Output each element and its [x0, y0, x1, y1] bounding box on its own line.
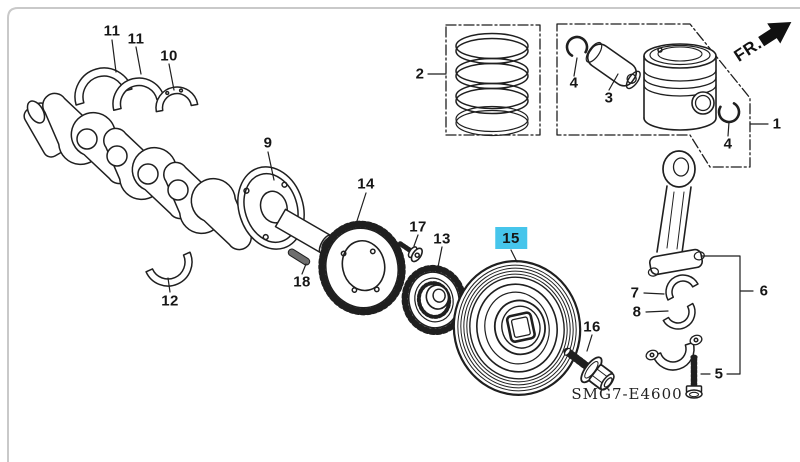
part-label-4-a[interactable]: 4	[569, 74, 579, 92]
part-label-15-highlighted[interactable]: 15	[495, 227, 527, 249]
pulley-bolt-drawing[interactable]	[557, 339, 620, 397]
woodruff-key-drawing[interactable]	[287, 248, 311, 267]
part-label-8[interactable]: 8	[632, 303, 642, 321]
part-label-11-a[interactable]: 11	[103, 22, 121, 40]
part-label-18[interactable]: 18	[293, 273, 311, 291]
circlip-left-drawing[interactable]	[563, 33, 590, 60]
diagram-code: SMG7-E4600	[571, 385, 683, 403]
part-label-17[interactable]: 17	[409, 218, 427, 236]
part-label-3[interactable]: 3	[604, 89, 614, 107]
piston-drawing[interactable]	[643, 43, 717, 131]
part-6-bracket	[701, 255, 754, 375]
part-label-9[interactable]: 9	[263, 134, 273, 152]
page-border	[7, 7, 800, 462]
rod-bolt-drawing[interactable]	[685, 354, 703, 399]
part-label-6[interactable]: 6	[759, 282, 769, 300]
part-label-14[interactable]: 14	[357, 175, 375, 193]
part-label-2[interactable]: 2	[415, 65, 425, 83]
connecting-rod-drawing[interactable]	[646, 150, 706, 277]
rod-cap-drawing[interactable]	[645, 334, 703, 376]
pulse-plate-drawing[interactable]	[314, 217, 411, 320]
crankshaft-drawing[interactable]	[21, 83, 334, 260]
piston-rings-drawing[interactable]	[455, 32, 529, 137]
ring-set-boundary	[445, 24, 541, 136]
part-label-12[interactable]: 12	[161, 292, 179, 310]
rod-bearing-upper-drawing[interactable]	[660, 269, 699, 301]
part-label-11-b[interactable]: 11	[127, 30, 145, 48]
part-label-13[interactable]: 13	[433, 230, 451, 248]
part-label-1[interactable]: 1	[772, 115, 782, 133]
main-bearing-shells[interactable]	[68, 61, 200, 294]
part-label-7[interactable]: 7	[630, 284, 640, 302]
arrow-icon	[758, 22, 792, 47]
part-label-16[interactable]: 16	[583, 318, 601, 336]
piston-kit-boundary	[556, 23, 751, 168]
part-label-4-b[interactable]: 4	[723, 135, 733, 153]
crank-pulley-drawing[interactable]	[441, 249, 592, 406]
sprocket-drawing[interactable]	[398, 262, 470, 338]
rod-bearing-lower-drawing[interactable]	[662, 302, 701, 336]
circlip-right-drawing[interactable]	[715, 98, 742, 125]
part-label-10[interactable]: 10	[160, 47, 178, 65]
front-direction-arrow: FR.	[731, 22, 792, 66]
part-label-5[interactable]: 5	[714, 365, 724, 383]
leader-lines	[111, 39, 769, 375]
piston-pin-drawing[interactable]	[583, 40, 644, 93]
